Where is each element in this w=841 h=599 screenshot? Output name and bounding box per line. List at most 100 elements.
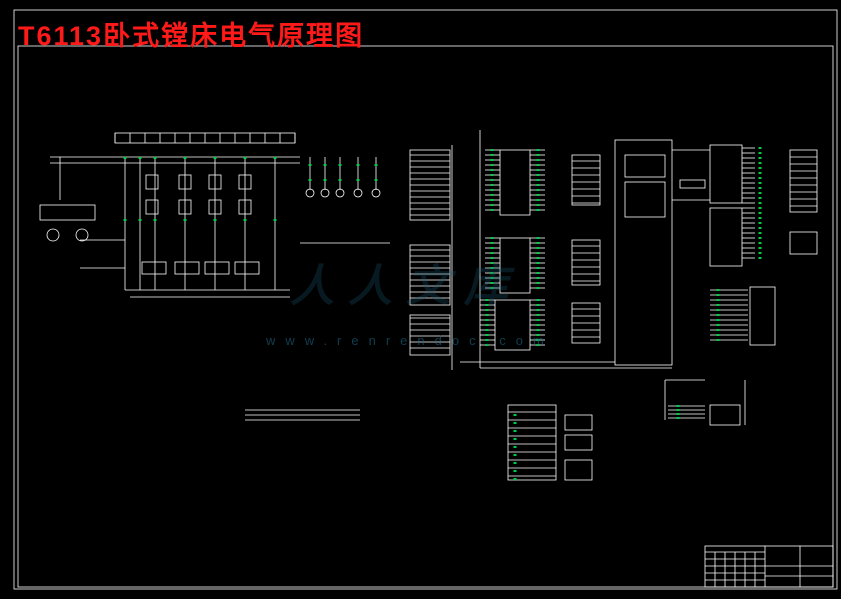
contactor-box xyxy=(178,174,192,190)
terminal-mark xyxy=(356,164,360,166)
terminal-mark xyxy=(758,192,762,194)
terminal-mark xyxy=(490,267,494,269)
terminal-mark xyxy=(123,157,127,159)
terminal-mark xyxy=(758,232,762,234)
motor-terminal-box xyxy=(234,261,260,275)
terminal-mark xyxy=(758,157,762,159)
terminal-mark xyxy=(536,199,540,201)
terminal-mark xyxy=(123,219,127,221)
terminal-mark xyxy=(490,189,494,191)
terminal-mark xyxy=(490,149,494,151)
relay-box xyxy=(208,199,222,215)
relay-box xyxy=(178,199,192,215)
terminal-mark xyxy=(243,157,247,159)
terminal-mark xyxy=(374,164,378,166)
terminal-mark xyxy=(536,209,540,211)
component-box xyxy=(679,179,706,189)
terminal-mark xyxy=(536,149,540,151)
terminal-mark xyxy=(338,179,342,181)
terminal-mark xyxy=(213,157,217,159)
terminal-mark xyxy=(183,157,187,159)
terminal-mark xyxy=(513,422,517,424)
terminal-mark xyxy=(374,179,378,181)
terminal-mark xyxy=(716,324,720,326)
terminal-mark xyxy=(758,147,762,149)
terminal-mark xyxy=(536,189,540,191)
terminal-mark xyxy=(716,314,720,316)
terminal-mark xyxy=(536,247,540,249)
terminal-mark xyxy=(536,257,540,259)
legend-table xyxy=(564,434,593,451)
legend-table xyxy=(564,414,593,431)
terminal-mark xyxy=(490,169,494,171)
terminal-mark xyxy=(536,287,540,289)
terminal-mark xyxy=(490,154,494,156)
terminal-mark xyxy=(490,204,494,206)
label-table xyxy=(571,154,601,206)
plc-power xyxy=(624,181,666,218)
terminal-mark xyxy=(758,252,762,254)
terminal-mark xyxy=(716,299,720,301)
terminal-mark xyxy=(758,237,762,239)
terminal-mark xyxy=(758,152,762,154)
terminal-mark xyxy=(138,219,142,221)
terminal-mark xyxy=(758,182,762,184)
terminal-mark xyxy=(485,344,489,346)
terminal-mark xyxy=(536,169,540,171)
terminal-mark xyxy=(490,277,494,279)
terminal-mark xyxy=(536,272,540,274)
terminal-mark xyxy=(308,179,312,181)
terminal-mark xyxy=(536,282,540,284)
motor-symbol xyxy=(46,228,60,242)
plc-module xyxy=(499,237,531,294)
terminal-mark xyxy=(338,164,342,166)
terminal-mark xyxy=(513,478,517,480)
terminal-mark xyxy=(716,329,720,331)
terminal-mark xyxy=(485,334,489,336)
terminal-mark xyxy=(758,217,762,219)
terminal-mark xyxy=(758,197,762,199)
terminal-mark xyxy=(536,309,540,311)
terminal-mark xyxy=(536,164,540,166)
terminal-mark xyxy=(536,339,540,341)
terminal-block xyxy=(709,404,741,426)
plc-module xyxy=(709,144,743,204)
contactor-box xyxy=(145,174,159,190)
terminal-mark xyxy=(490,209,494,211)
label-table xyxy=(789,149,818,213)
terminal-mark xyxy=(138,157,142,159)
watermark-url: www.renrendoc.com xyxy=(266,333,554,348)
motor-terminal-box xyxy=(141,261,167,275)
terminal-mark xyxy=(536,329,540,331)
terminal-mark xyxy=(513,462,517,464)
terminal-mark xyxy=(513,430,517,432)
terminal-block xyxy=(749,286,776,346)
label-table xyxy=(789,231,818,255)
terminal-mark xyxy=(243,219,247,221)
terminal-mark xyxy=(716,294,720,296)
terminal-mark xyxy=(536,262,540,264)
terminal-mark xyxy=(490,159,494,161)
terminal-mark xyxy=(536,204,540,206)
terminal-mark xyxy=(536,154,540,156)
terminal-mark xyxy=(356,179,360,181)
terminal-mark xyxy=(758,207,762,209)
terminal-mark xyxy=(716,304,720,306)
plc-module xyxy=(709,207,743,267)
terminal-mark xyxy=(716,289,720,291)
terminal-mark xyxy=(490,199,494,201)
terminal-mark xyxy=(676,417,680,419)
plc-chassis xyxy=(614,139,673,366)
terminal-mark xyxy=(716,309,720,311)
terminal-mark xyxy=(513,438,517,440)
terminal-mark xyxy=(536,159,540,161)
terminal-mark xyxy=(490,174,494,176)
terminal-mark xyxy=(758,172,762,174)
contactor-box xyxy=(208,174,222,190)
terminal-mark xyxy=(485,314,489,316)
terminal-mark xyxy=(536,324,540,326)
terminal-mark xyxy=(536,194,540,196)
relay-box xyxy=(238,199,252,215)
indicator-lamp xyxy=(320,188,330,198)
